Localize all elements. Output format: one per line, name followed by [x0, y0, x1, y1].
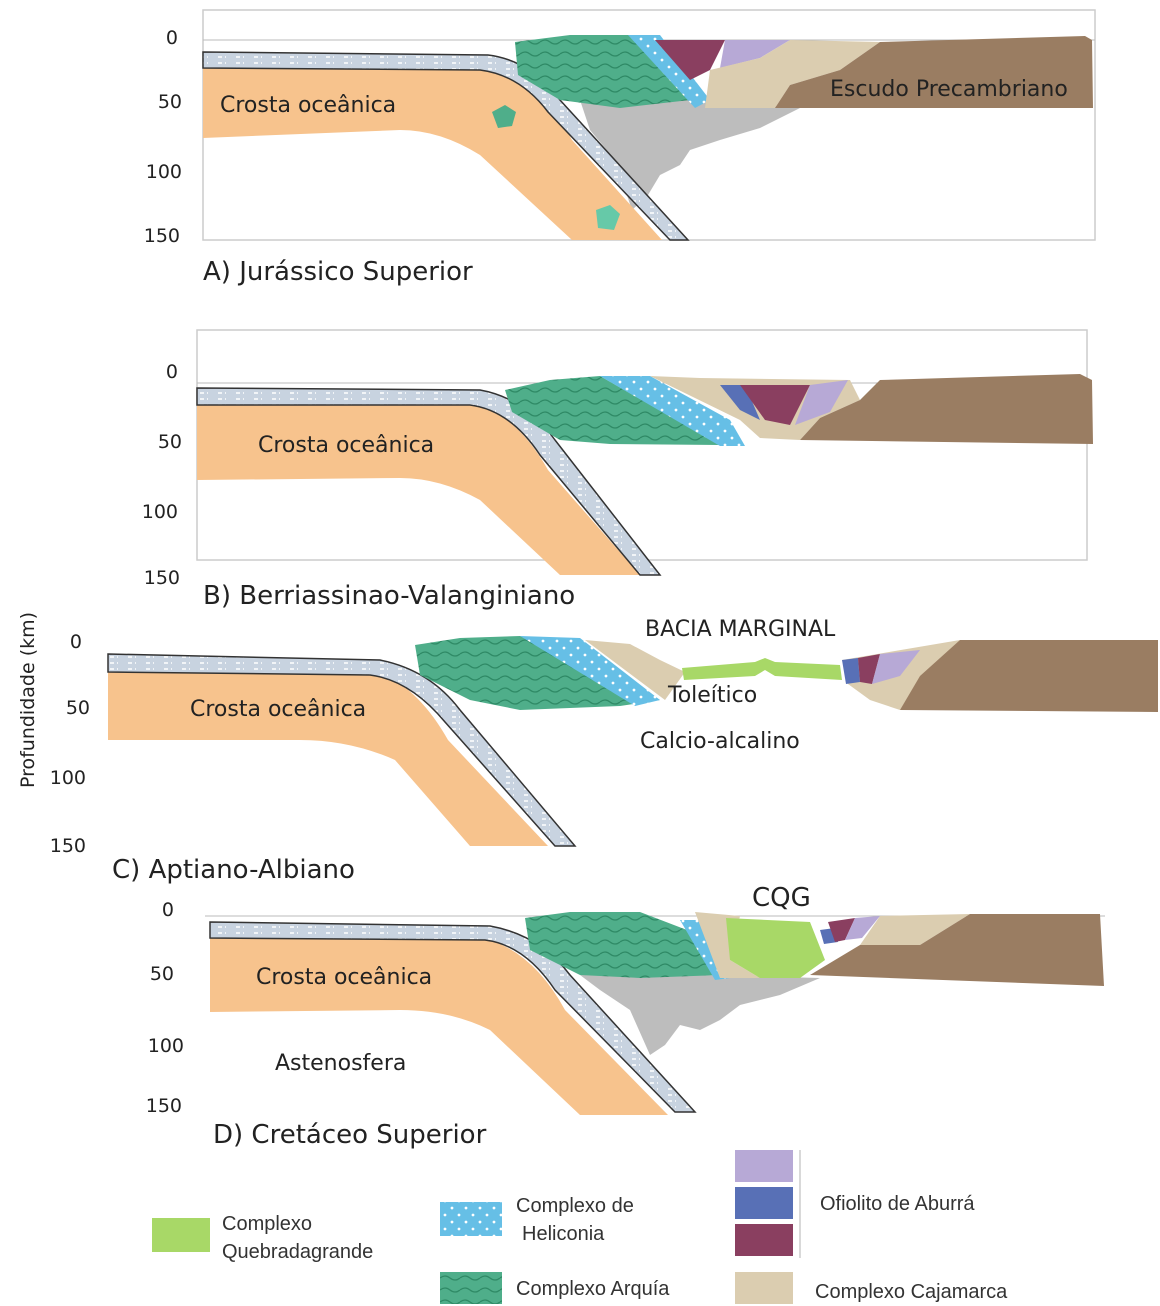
legend-swatch-cajamarca — [735, 1272, 793, 1304]
heliconia-complex — [520, 636, 660, 706]
precambrian-shield — [775, 36, 1093, 108]
panel-c-tick-0: 0 — [70, 631, 82, 653]
panel-b-crust-label: Crosta oceânica — [258, 433, 434, 458]
arquia-complex — [525, 912, 720, 978]
legend-swatch-arquia — [440, 1272, 502, 1304]
legend: Complexo Quebradagrande Complexo de Heli… — [152, 1150, 1008, 1304]
panel-c-title: C) Aptiano-Albiano — [112, 855, 355, 885]
legend-swatch-quebradagrande — [152, 1218, 210, 1252]
aburra-mid — [842, 658, 860, 684]
panel-a: 0 50 100 150 Crosta oceânica Escudo Prec… — [144, 9, 1096, 287]
oceanic-crust — [210, 938, 668, 1115]
panel-b-title: B) Berriassinao-Valanginiano — [203, 581, 575, 611]
aburra-dark — [828, 918, 855, 942]
panel-a-title: A) Jurássico Superior — [203, 257, 473, 287]
panel-c-calc-alkaline-label: Calcio-alcalino — [640, 729, 800, 754]
panel-c: 0 50 100 150 Crosta oceânica BACIA MARGI… — [50, 617, 1158, 885]
aburra-light — [720, 40, 790, 68]
legend-swatch-heliconia — [440, 1202, 502, 1236]
quebradagrande-basin — [682, 658, 842, 680]
panel-c-tick-150: 150 — [50, 835, 86, 857]
heliconia-complex — [600, 376, 745, 446]
panel-a-tick-100: 100 — [146, 161, 182, 183]
legend-quebradagrande-line1: Complexo — [222, 1213, 312, 1235]
legend-swatch-aburra-light — [735, 1150, 793, 1182]
subducting-slab — [202, 51, 690, 241]
subducting-slab — [209, 921, 697, 1113]
legend-swatch-aburra-mid — [735, 1187, 793, 1219]
quebradagrande-complex — [726, 918, 825, 978]
panel-b-tick-100: 100 — [142, 501, 178, 523]
aburra-dark — [858, 654, 880, 684]
aburra-mid — [720, 385, 760, 420]
legend-heliconia-line2: Heliconia — [522, 1223, 605, 1245]
oceanic-crust — [108, 670, 548, 846]
precambrian-shield — [810, 914, 1104, 986]
aburra-dark — [655, 40, 725, 80]
precambrian-shield — [800, 374, 1093, 444]
xenolith — [492, 105, 516, 128]
panel-c-crust-label: Crosta oceânica — [190, 697, 366, 722]
panel-a-shield-label: Escudo Precambriano — [830, 77, 1068, 102]
panel-d-asthenosphere-label: Astenosfera — [275, 1051, 406, 1076]
y-axis-label: Profundidade (km) — [17, 612, 39, 788]
panel-d-crust-label: Crosta oceânica — [256, 965, 432, 990]
panel-d-title: D) Cretáceo Superior — [213, 1120, 487, 1150]
subducting-slab — [107, 653, 577, 847]
legend-heliconia-line1: Complexo de — [516, 1195, 634, 1217]
oceanic-crust — [197, 405, 640, 575]
arquia-complex — [505, 376, 720, 445]
legend-quebradagrande-line2: Quebradagrande — [222, 1241, 373, 1263]
aburra-light — [795, 380, 848, 425]
cajamarca-complex — [860, 914, 970, 945]
aburra-dark — [740, 385, 810, 425]
panel-d-tick-50: 50 — [150, 963, 174, 985]
subducting-slab — [196, 387, 662, 576]
cajamarca-complex — [695, 912, 760, 978]
aburra-light — [872, 650, 920, 684]
legend-swatch-aburra-dark — [735, 1224, 793, 1256]
panel-c-tholeiitic-label: Toleítico — [667, 683, 757, 708]
legend-arquia: Complexo Arquía — [516, 1278, 670, 1300]
legend-cajamarca: Complexo Cajamarca — [815, 1281, 1008, 1303]
cajamarca-complex — [705, 40, 880, 108]
panel-a-tick-150: 150 — [144, 225, 180, 247]
panel-a-tick-50: 50 — [158, 91, 182, 113]
legend-aburra: Ofiolito de Aburrá — [820, 1193, 975, 1215]
melt-zone — [580, 975, 820, 1055]
panel-c-basin-label: BACIA MARGINAL — [645, 617, 836, 642]
arquia-complex — [415, 636, 660, 710]
panel-a-crust-label: Crosta oceânica — [220, 93, 396, 118]
panel-d-tick-0: 0 — [162, 899, 174, 921]
panel-c-tick-50: 50 — [66, 697, 90, 719]
xenolith — [596, 205, 620, 230]
panel-b: 0 50 100 150 Crosta oceânica B) Berriass… — [142, 329, 1093, 611]
panel-b-tick-0: 0 — [166, 361, 178, 383]
panel-d: 0 50 100 150 Crosta oceânica Astenosfera… — [146, 883, 1105, 1150]
heliconia-complex — [628, 35, 710, 108]
cajamarca-complex — [585, 640, 685, 700]
panel-a-tick-0: 0 — [166, 27, 178, 49]
precambrian-shield — [900, 640, 1158, 712]
panel-d-tick-150: 150 — [146, 1095, 182, 1117]
panel-c-tick-100: 100 — [50, 767, 86, 789]
panel-b-tick-50: 50 — [158, 431, 182, 453]
panel-d-tick-100: 100 — [148, 1035, 184, 1057]
panel-d-cqg-label: CQG — [752, 883, 811, 913]
panel-b-tick-150: 150 — [144, 567, 180, 589]
aburra-light — [845, 916, 880, 940]
